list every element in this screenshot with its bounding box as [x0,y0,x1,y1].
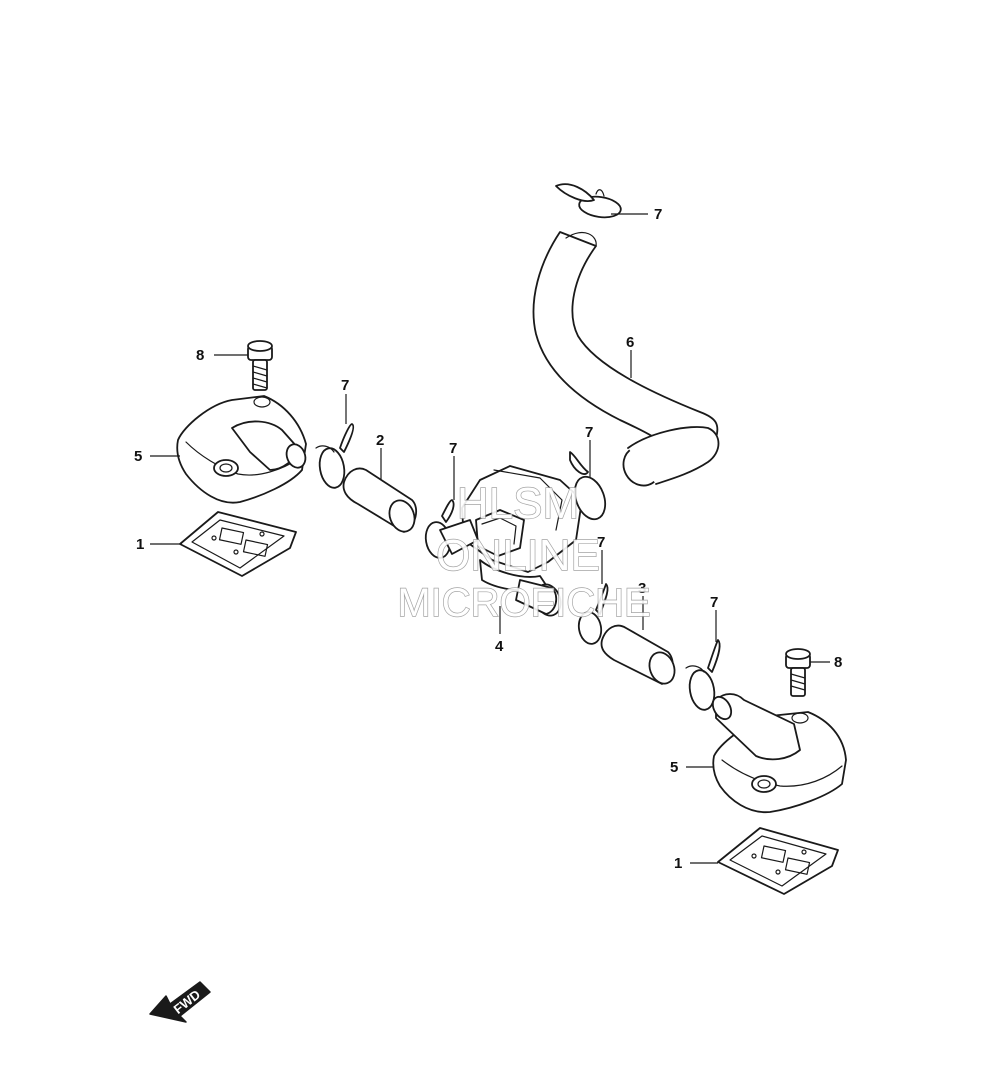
cover-5-left[interactable] [176,395,308,504]
callout-7-right-upper[interactable]: 7 [585,424,593,441]
callout-4[interactable]: 4 [495,638,504,655]
cover-5-right[interactable] [709,693,847,813]
gasket-1-left[interactable] [179,511,297,577]
watermark-line-2: ONLINE [436,531,600,580]
callout-7-top[interactable]: 7 [654,206,662,223]
fwd-arrow-icon [149,981,211,1023]
callout-1-right[interactable]: 1 [674,855,682,872]
hose-3[interactable] [600,624,679,687]
callout-6[interactable]: 6 [626,334,634,351]
gasket-1-right[interactable] [717,827,839,895]
callout-5-right[interactable]: 5 [670,759,678,776]
watermark-line-1: HLSM [457,479,579,528]
callout-7-lower[interactable]: 7 [597,534,605,551]
callout-7-left[interactable]: 7 [341,377,349,394]
fwd-arrow: FWD [149,981,211,1023]
callout-3[interactable]: 3 [638,580,646,597]
callout-5-left[interactable]: 5 [134,448,142,465]
callout-labels: 7 6 8 7 2 7 7 5 1 7 3 7 4 8 5 1 [134,206,842,872]
bolt-8-left[interactable] [247,340,273,391]
clamp-7-top[interactable] [555,183,622,220]
bolt-8-right[interactable] [785,648,811,697]
callout-2[interactable]: 2 [376,432,384,449]
watermark-line-3: MICROFICHE [397,581,650,625]
callout-1-left[interactable]: 1 [136,536,144,553]
valve-4[interactable] [439,465,583,619]
hose-2[interactable] [342,467,419,536]
clamp-7-right[interactable] [685,639,721,712]
hose-6[interactable] [532,231,720,492]
callout-7-right[interactable]: 7 [710,594,718,611]
callout-7-mid[interactable]: 7 [449,440,457,457]
clamp-7-lower[interactable] [576,583,609,646]
leader-lines [150,213,830,864]
callout-8-right[interactable]: 8 [834,654,842,671]
callout-8-left[interactable]: 8 [196,347,204,364]
watermark: HLSM ONLINE MICROFICHE [397,478,652,625]
clamp-7-left[interactable] [315,423,355,490]
clamp-7-right-upper[interactable] [569,451,610,523]
